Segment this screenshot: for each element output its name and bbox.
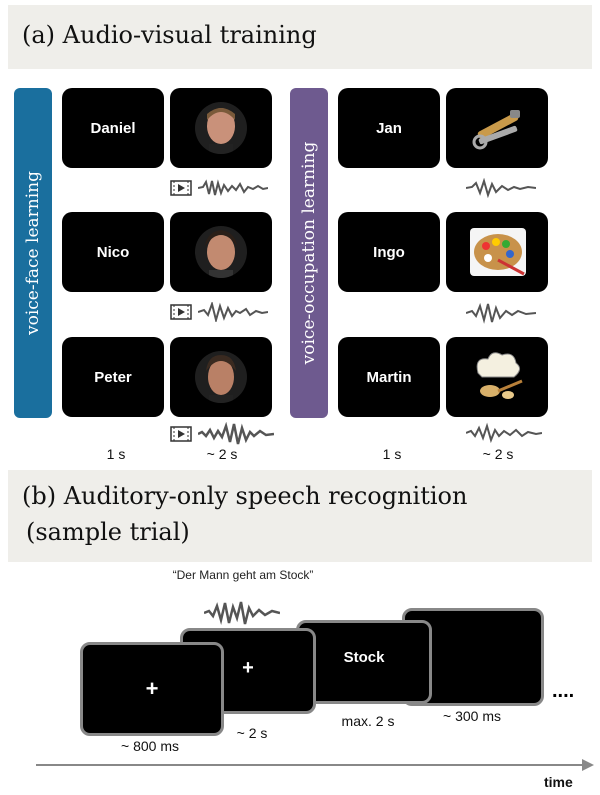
duration-1: ~ 800 ms bbox=[121, 738, 179, 754]
voice-face-label-box: voice-face learning bbox=[14, 88, 52, 418]
video-icon bbox=[170, 180, 192, 201]
timing-left-name: 1 s bbox=[106, 446, 126, 462]
trial-screen-3-text: Stock bbox=[343, 649, 385, 666]
timing-right-name: 1 s bbox=[382, 446, 402, 462]
occupation-card-ingo bbox=[446, 212, 548, 292]
name-card-ingo: Ingo bbox=[338, 212, 440, 292]
name-card-peter: Peter bbox=[62, 337, 164, 417]
trial-screen-2-text: + bbox=[242, 657, 254, 679]
chef-icon bbox=[468, 347, 528, 412]
ellipsis: .... bbox=[552, 680, 575, 702]
video-icon bbox=[170, 426, 192, 447]
face-photo-icon bbox=[195, 102, 247, 154]
timing-right-image: ~ 2 s bbox=[482, 446, 514, 462]
audio-waveform-icon bbox=[197, 300, 269, 327]
duration-2: ~ 2 s bbox=[236, 725, 268, 741]
voice-occupation-label: voice-occupation learning bbox=[299, 141, 319, 365]
panel-a-header: (a) Audio-visual training bbox=[8, 5, 592, 69]
face-card-nico bbox=[170, 212, 272, 292]
duration-3: max. 2 s bbox=[341, 713, 395, 729]
trial-screen-3: Stock bbox=[296, 620, 432, 704]
audio-waveform-icon bbox=[465, 302, 537, 329]
name-card-nico: Nico bbox=[62, 212, 164, 292]
timing-left-image: ~ 2 s bbox=[206, 446, 238, 462]
face-photo-icon bbox=[195, 351, 247, 403]
audio-waveform-icon bbox=[197, 178, 269, 203]
panel-b-title-line2: (sample trial) bbox=[26, 518, 190, 546]
panel-b-title-line1: (b) Auditory-only speech recognition bbox=[22, 482, 468, 510]
occupation-card-martin bbox=[446, 337, 548, 417]
face-card-peter bbox=[170, 337, 272, 417]
panel-b-header: (b) Auditory-only speech recognition (sa… bbox=[8, 470, 592, 562]
sample-sentence: “Der Mann geht am Stock” bbox=[172, 568, 314, 582]
trial-screen-1: + bbox=[80, 642, 224, 736]
audio-waveform-icon bbox=[465, 422, 543, 449]
audio-waveform-icon bbox=[465, 177, 537, 203]
face-photo-icon bbox=[195, 226, 247, 278]
name-card-daniel: Daniel bbox=[62, 88, 164, 168]
duration-4: ~ 300 ms bbox=[443, 708, 501, 724]
time-arrow bbox=[36, 758, 596, 777]
video-icon bbox=[170, 304, 192, 325]
audio-waveform-icon bbox=[197, 421, 275, 451]
voice-face-label: voice-face learning bbox=[23, 171, 43, 335]
name-card-jan: Jan bbox=[338, 88, 440, 168]
voice-occupation-label-box: voice-occupation learning bbox=[290, 88, 328, 418]
tools-icon bbox=[470, 102, 526, 159]
time-label: time bbox=[544, 774, 573, 790]
audio-waveform-icon bbox=[203, 600, 281, 631]
trial-screen-1-text: + bbox=[145, 676, 159, 701]
face-card-daniel bbox=[170, 88, 272, 168]
name-card-martin: Martin bbox=[338, 337, 440, 417]
palette-icon bbox=[468, 226, 528, 283]
occupation-card-jan bbox=[446, 88, 548, 168]
panel-a-title: (a) Audio-visual training bbox=[22, 21, 317, 49]
